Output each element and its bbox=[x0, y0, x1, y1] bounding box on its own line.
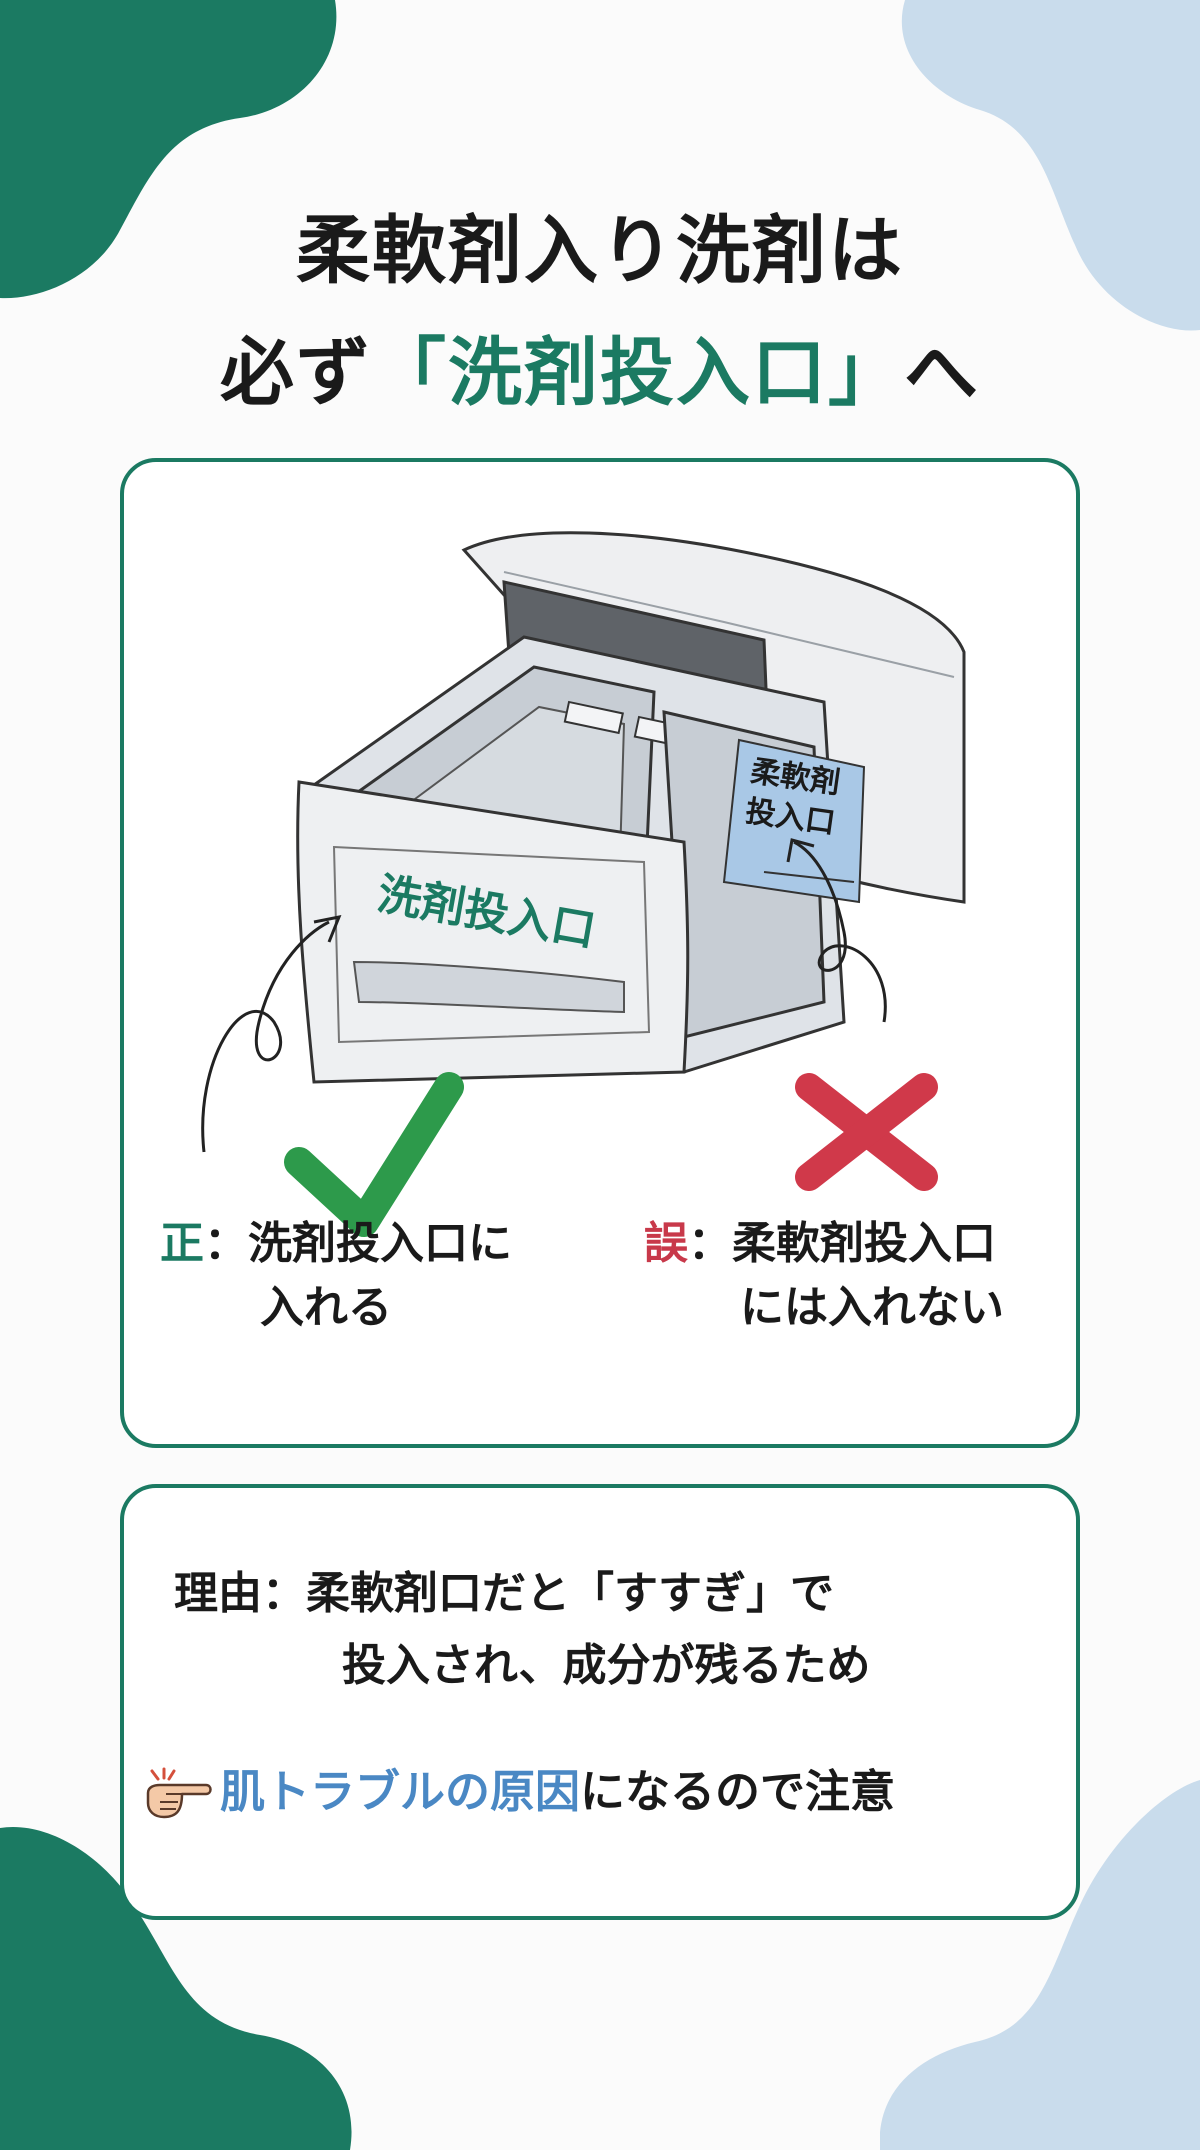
corner-blob-bottom-right bbox=[880, 1780, 1200, 2150]
correct-mark: 正 bbox=[160, 1218, 204, 1269]
correct-verdict: 正：洗剤投入口に 入れる bbox=[160, 1212, 512, 1340]
reason-text: 理由：柔軟剤口だと「すすぎ」で 投入され、成分が残るため bbox=[174, 1558, 870, 1702]
title-accent: 「洗剤投入口」 bbox=[372, 330, 904, 416]
corner-blob-bottom-left bbox=[0, 1826, 352, 2150]
title-line-2: 必ず「洗剤投入口」へ bbox=[0, 312, 1200, 434]
page-title: 柔軟剤入り洗剤は 必ず「洗剤投入口」へ bbox=[0, 190, 1200, 434]
reason-card: 理由：柔軟剤口だと「すすぎ」で 投入され、成分が残るため 肌トラブルの原因になる… bbox=[120, 1484, 1080, 1920]
wrong-line-1: 柔軟剤投入口 bbox=[732, 1218, 996, 1269]
reason-label: 理由： bbox=[174, 1568, 306, 1619]
title-suffix: へ bbox=[904, 330, 980, 416]
wrong-verdict: 誤：柔軟剤投入口 には入れない bbox=[644, 1212, 1004, 1340]
check-icon bbox=[284, 1072, 464, 1237]
title-line-1: 柔軟剤入り洗剤は bbox=[296, 208, 904, 294]
wrong-line-2: には入れない bbox=[740, 1282, 1004, 1333]
wrong-separator: ： bbox=[688, 1218, 732, 1269]
correct-separator: ： bbox=[204, 1218, 248, 1269]
reason-line-1: 柔軟剤口だと「すすぎ」で bbox=[306, 1568, 834, 1619]
reason-line-2: 投入され、成分が残るため bbox=[342, 1640, 871, 1691]
warning-text: 肌トラブルの原因になるので注意 bbox=[142, 1752, 895, 1832]
illustration-card: 柔軟剤 投入口 洗剤投入口 正：洗剤投入口に 入れる 誤：柔軟剤投入口 には入れ… bbox=[120, 458, 1080, 1448]
corner-blob-top-left bbox=[0, 0, 337, 299]
correct-line-1: 洗剤投入口に bbox=[248, 1218, 512, 1269]
cross-icon bbox=[795, 1073, 938, 1191]
detergent-drawer-illustration: 柔軟剤 投入口 洗剤投入口 bbox=[201, 531, 966, 1237]
correct-line-2: 入れる bbox=[260, 1282, 392, 1333]
warning-highlight: 肌トラブルの原因 bbox=[220, 1765, 581, 1818]
title-prefix: 必ず bbox=[220, 330, 372, 416]
pointing-hand-icon bbox=[146, 1767, 212, 1819]
warning-rest: になるので注意 bbox=[580, 1765, 896, 1818]
corner-blob-top-right bbox=[901, 0, 1200, 331]
wrong-mark: 誤 bbox=[644, 1218, 688, 1269]
